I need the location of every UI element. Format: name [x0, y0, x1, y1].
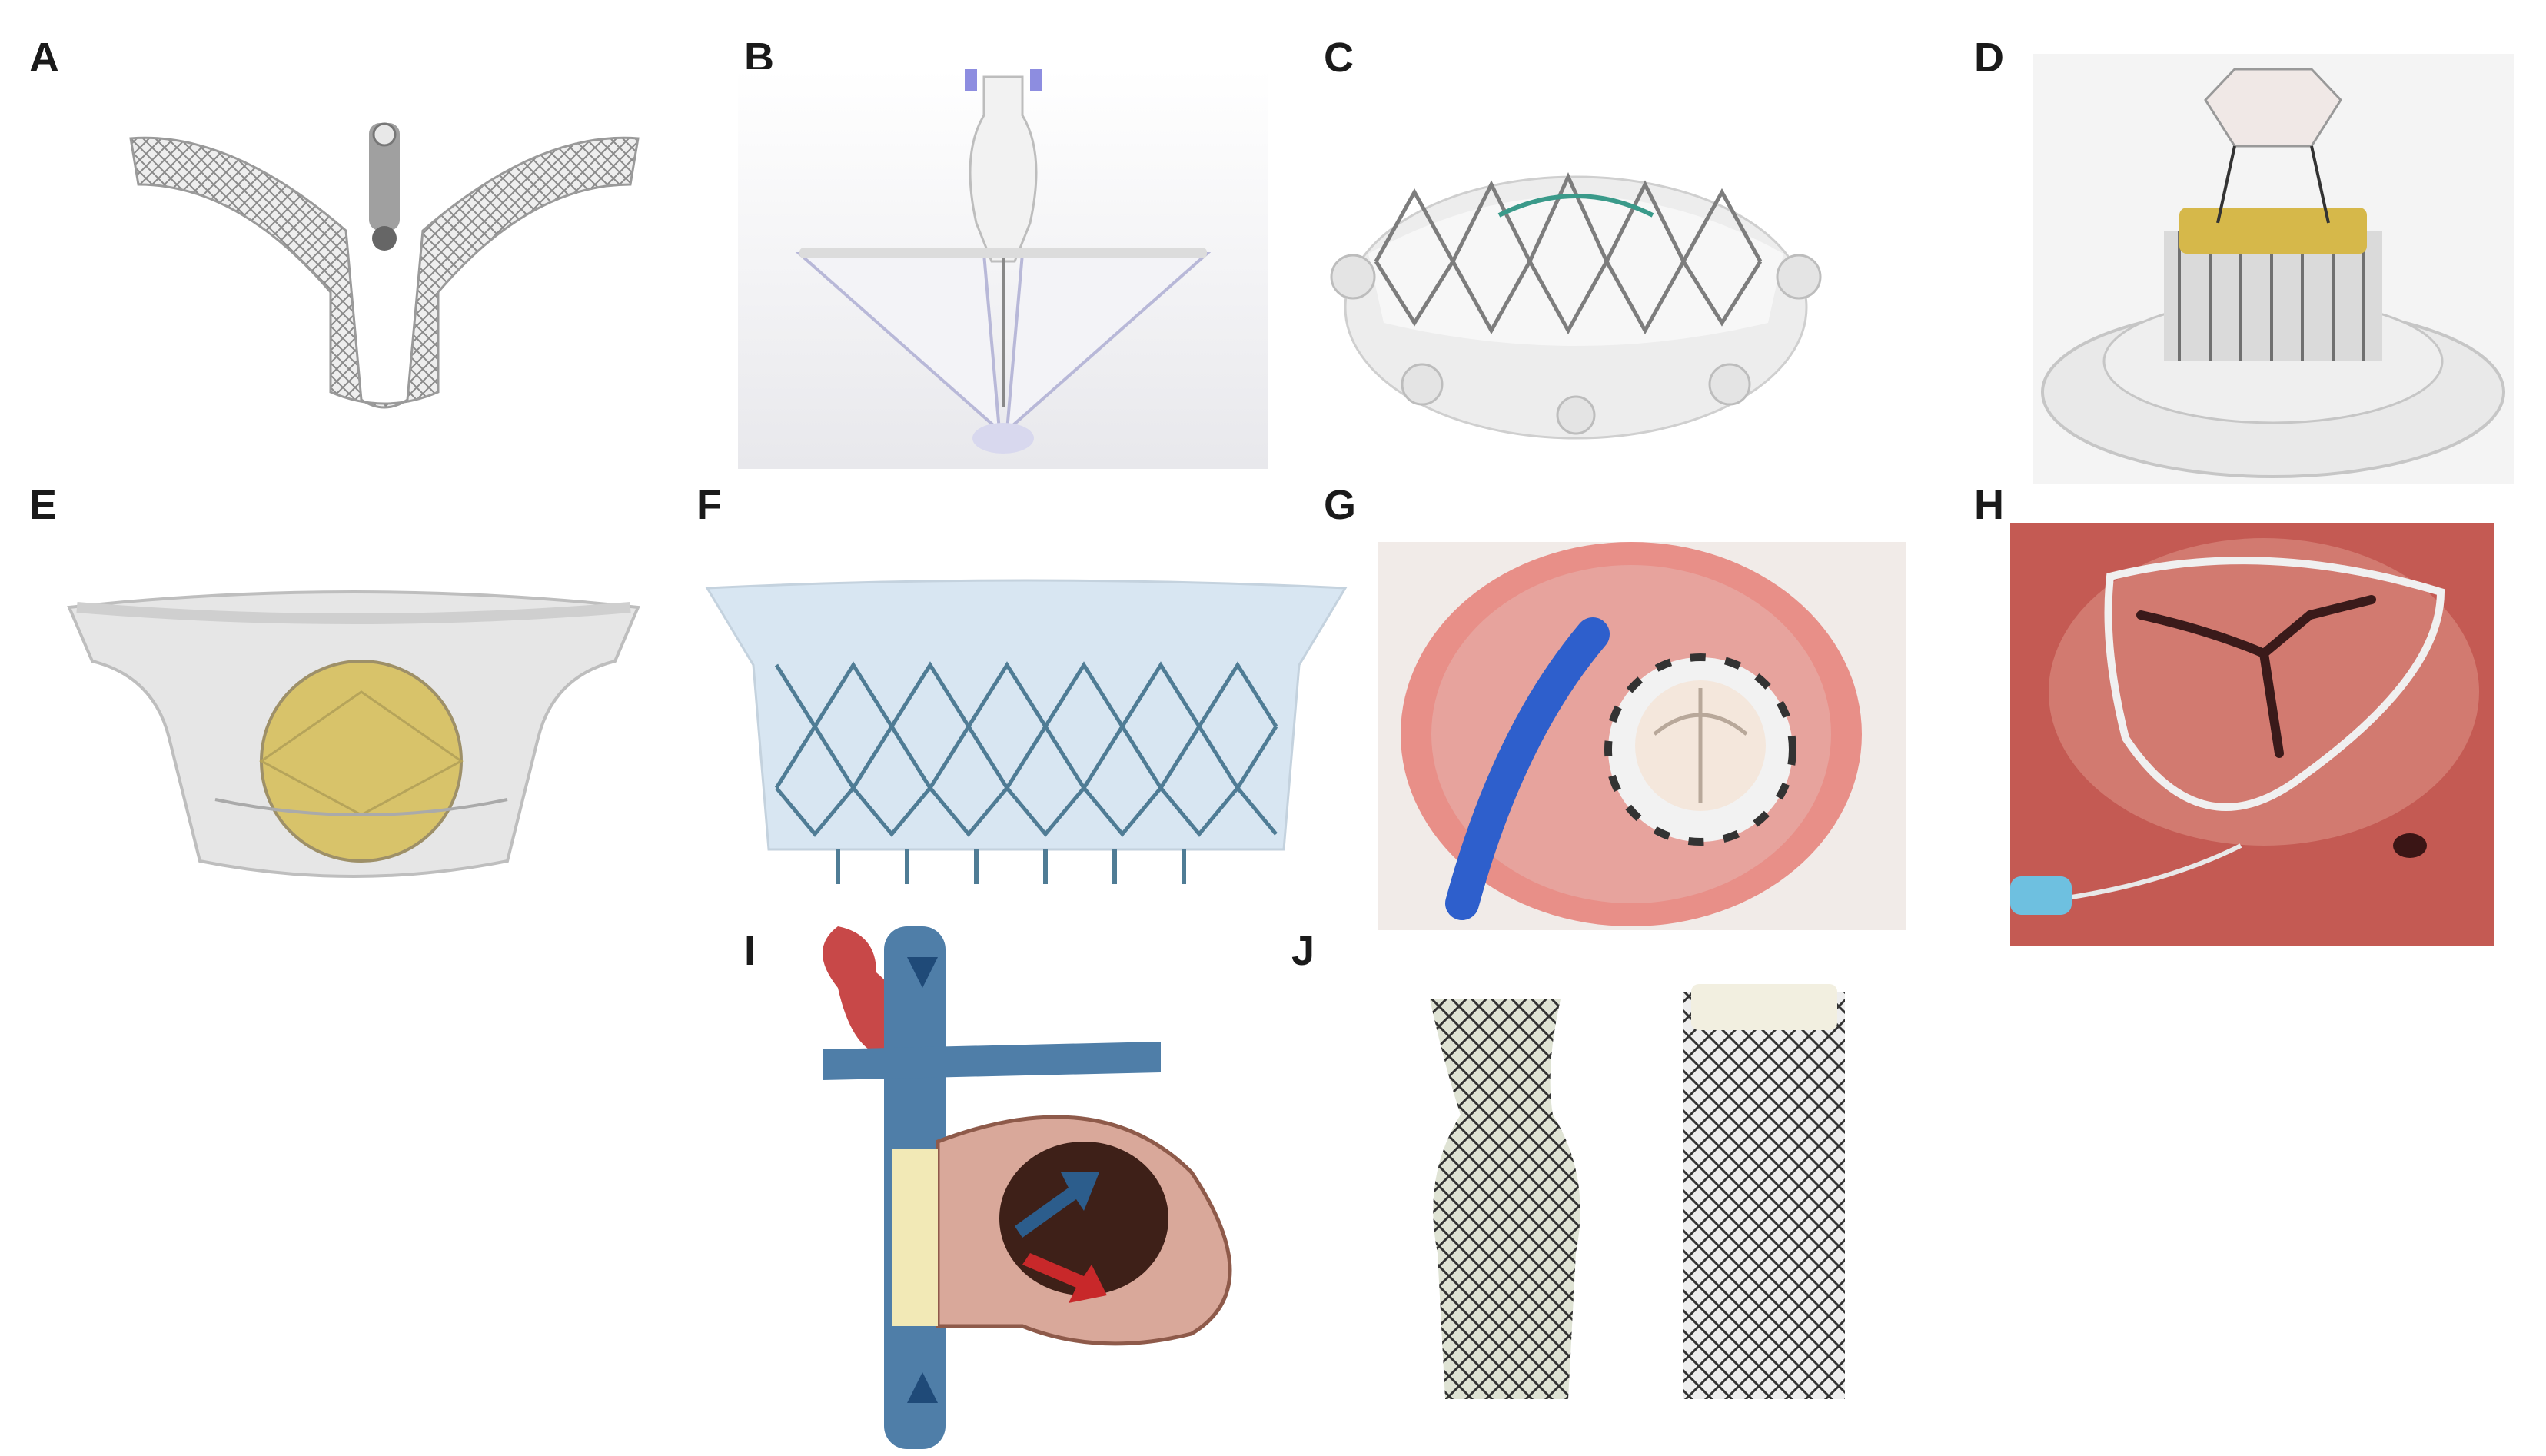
panel-i-image [792, 926, 1268, 1449]
panel-g-image [1378, 542, 1906, 930]
panel-label-f: F [696, 482, 722, 528]
panel-a-image [115, 92, 653, 415]
panel-c-image [1307, 77, 1845, 461]
panel-d-image [2033, 54, 2514, 484]
panel-label-e: E [29, 482, 58, 528]
panel-label-c: C [1324, 35, 1354, 81]
panel-b-image [738, 69, 1268, 469]
panel-f-image [700, 573, 1353, 903]
panel-label-d: D [1974, 35, 2004, 81]
panel-label-a: A [29, 35, 59, 81]
panel-label-j: J [1291, 928, 1315, 974]
panel-j-image [1399, 976, 1899, 1414]
panel-e-image [61, 584, 646, 892]
panel-label-g: G [1324, 482, 1357, 528]
panel-label-i: I [744, 928, 756, 974]
panel-h-image [2010, 523, 2494, 946]
panel-label-h: H [1974, 482, 2004, 528]
